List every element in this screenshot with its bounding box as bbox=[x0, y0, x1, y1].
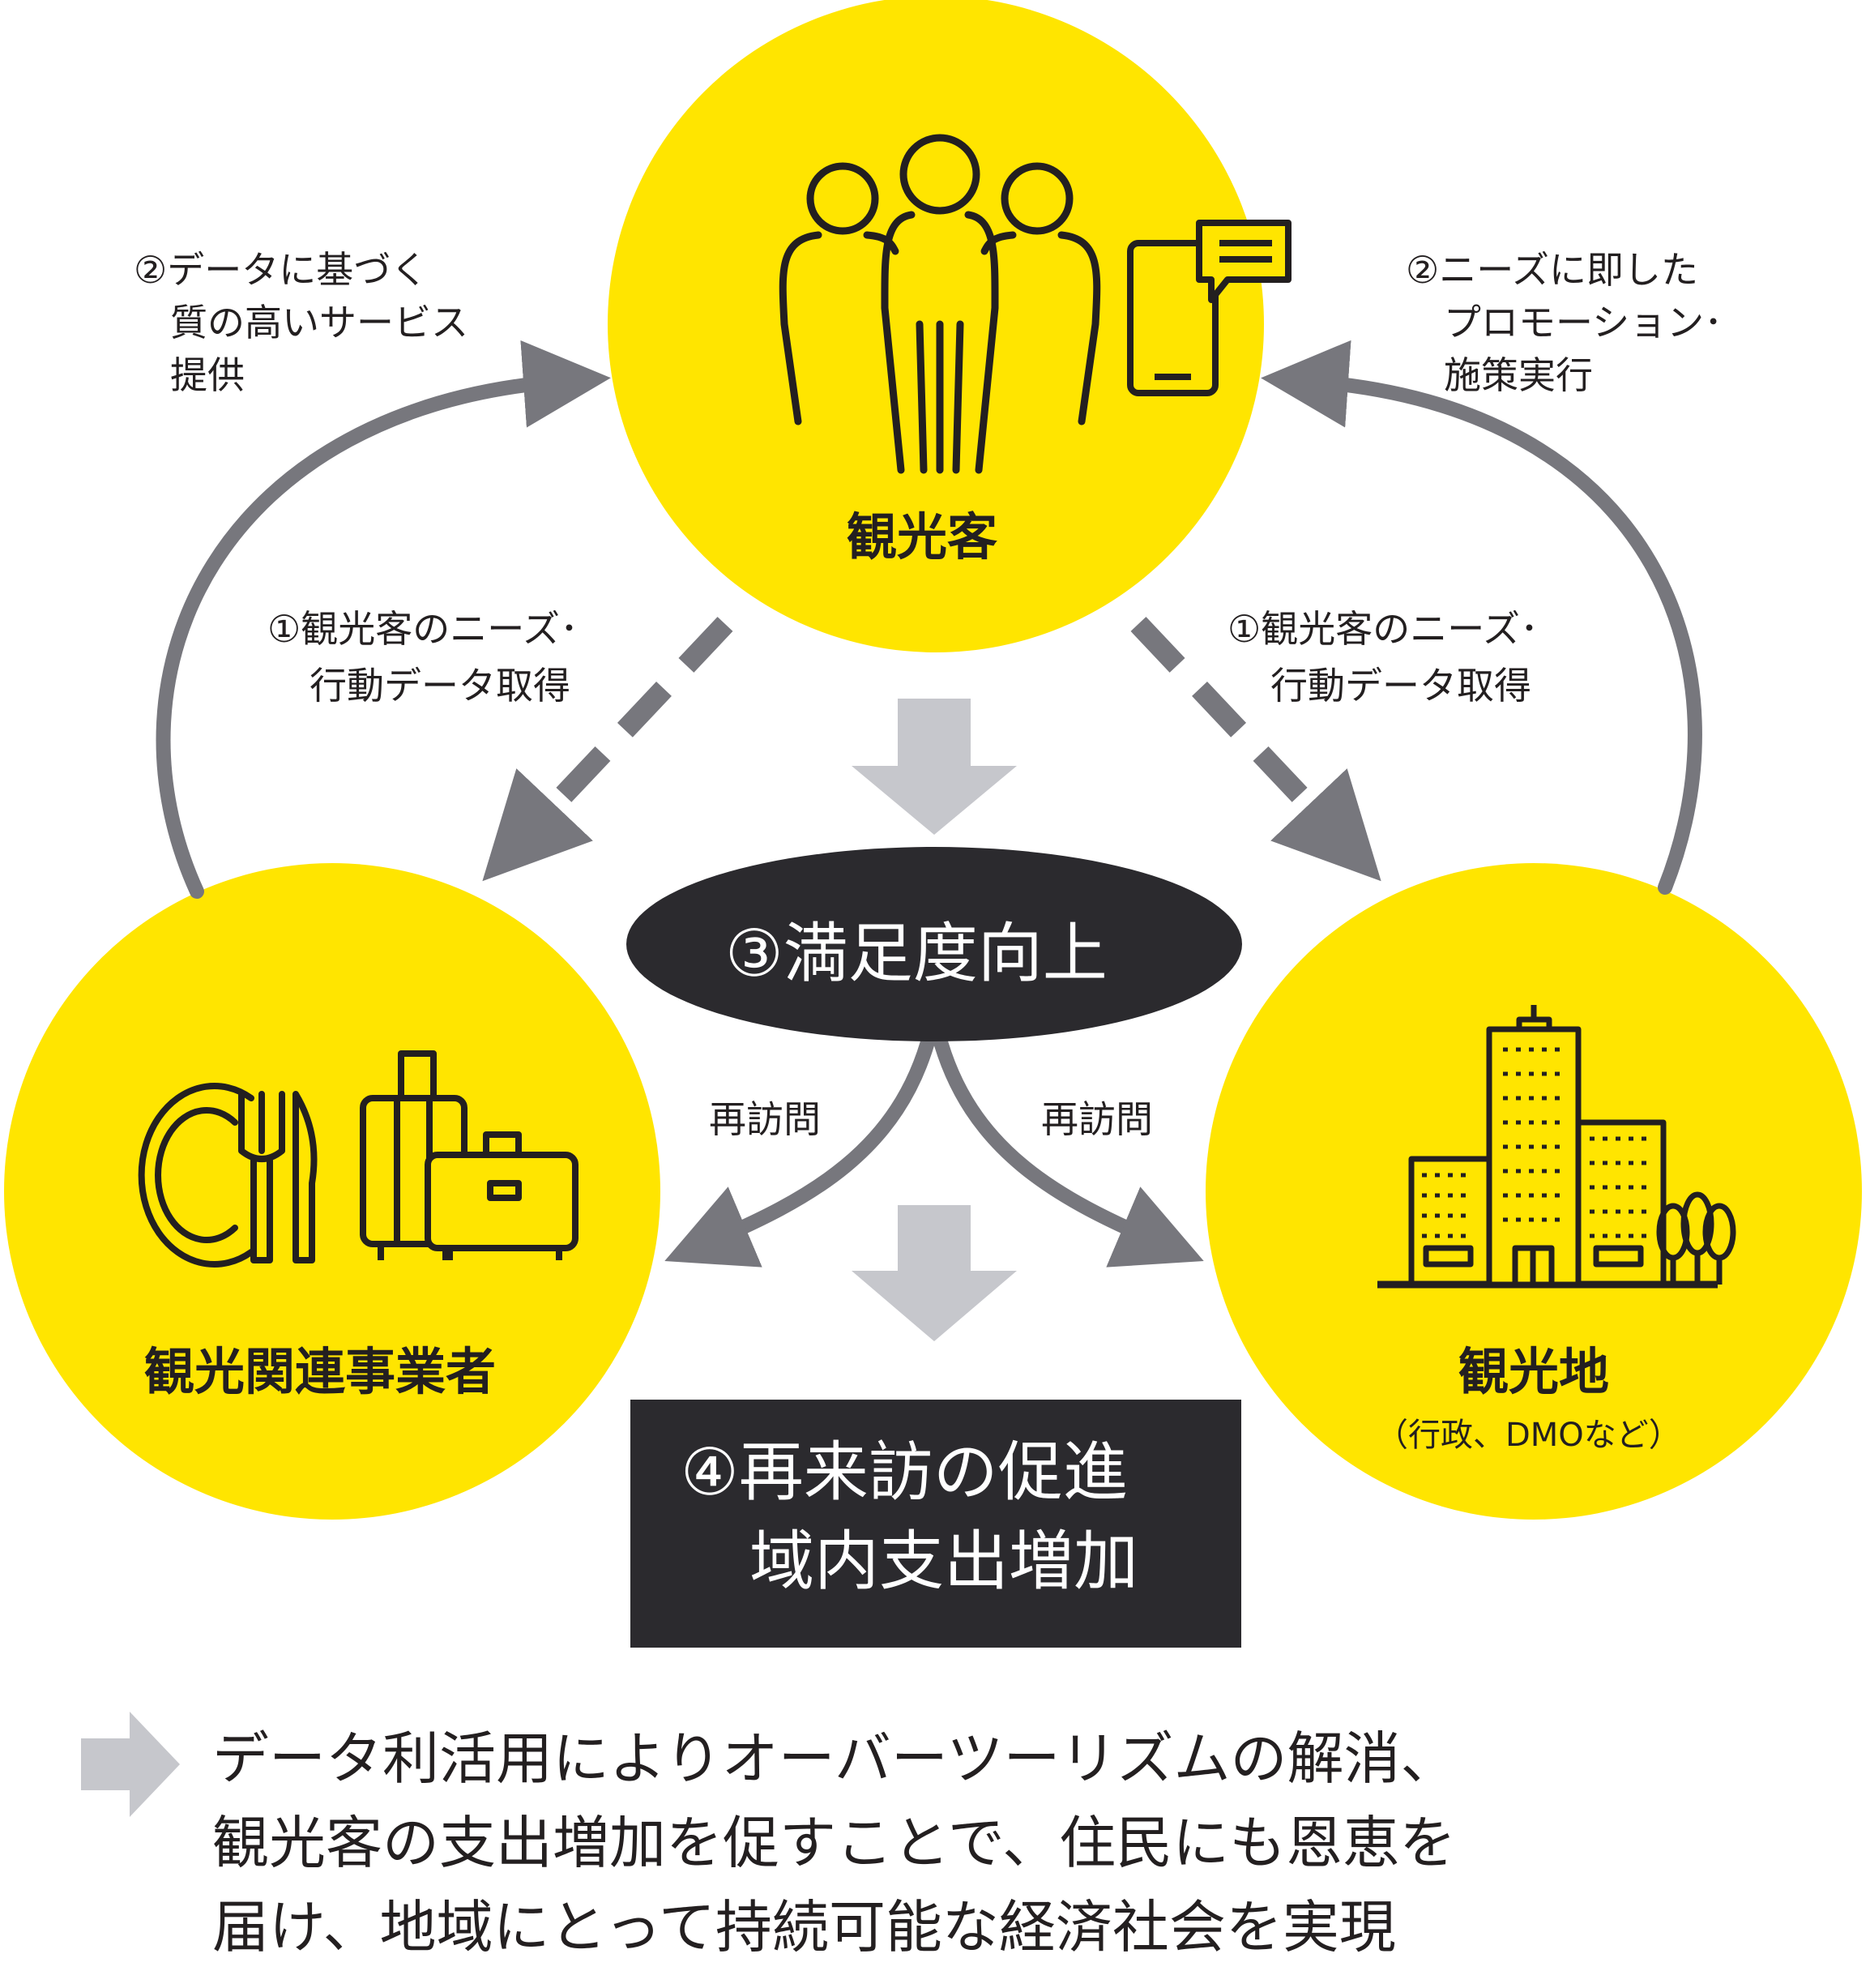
tourists-label: 観光客 bbox=[847, 507, 998, 566]
satisfaction-label: ③満足度向上 bbox=[725, 916, 1108, 991]
city-buildings-icon bbox=[1377, 1005, 1736, 1289]
plate-fork-knife-icon bbox=[138, 1083, 318, 1268]
summary-line-2: 観光客の支出増加を促すことで、住民にも恩恵を bbox=[212, 1810, 1457, 1876]
left-top-edge-label-1: ②データに基づく bbox=[134, 248, 429, 292]
people-icon bbox=[779, 134, 1101, 474]
destination-label: 観光地 bbox=[1458, 1342, 1610, 1401]
right-top-edge-label-3: 施策実行 bbox=[1444, 353, 1593, 397]
satisfaction-ellipse bbox=[626, 847, 1242, 1041]
left-data-dashed-arrow bbox=[482, 617, 733, 882]
revisit-right-arrow bbox=[931, 1026, 1204, 1268]
businesses-label: 観光関連事業者 bbox=[144, 1342, 497, 1401]
right-mid-edge-label-2: 行動データ取得 bbox=[1270, 664, 1531, 708]
outcome-label-2: 域内支出増加 bbox=[749, 1524, 1138, 1599]
right-top-edge-label-1: ②ニーズに即した bbox=[1406, 248, 1698, 292]
left-loop-arrow bbox=[156, 340, 611, 899]
revisit-right-label: 再訪問 bbox=[1041, 1097, 1153, 1141]
left-top-edge-label-3: 提供 bbox=[170, 353, 245, 397]
left-mid-edge-label-1: ①観光客のニーズ･ bbox=[267, 607, 579, 651]
block-arrow-bottom bbox=[852, 1205, 1017, 1341]
right-mid-edge-label-1: ①観光客のニーズ･ bbox=[1227, 607, 1539, 651]
revisit-left-arrow bbox=[664, 1026, 937, 1268]
summary-line-1: データ利活用によりオーバーツーリズムの解消、 bbox=[212, 1725, 1458, 1792]
businesses-circle bbox=[4, 863, 660, 1520]
left-mid-edge-label-2: 行動データ取得 bbox=[310, 664, 570, 708]
outcome-label-1: ④再来訪の促進 bbox=[681, 1434, 1128, 1510]
right-data-dashed-arrow bbox=[1130, 617, 1381, 882]
suitcases-icon bbox=[360, 1050, 579, 1260]
phone-chat-icon bbox=[1127, 220, 1291, 396]
right-loop-arrow bbox=[1261, 340, 1702, 895]
outcome-box bbox=[630, 1400, 1241, 1648]
tourists-circle bbox=[608, 0, 1264, 652]
destination-sublabel: （行政、DMOなど） bbox=[1376, 1417, 1681, 1454]
left-top-edge-label-2: 質の高いサービス bbox=[170, 301, 468, 344]
right-top-edge-label-2: プロモーション･ bbox=[1444, 301, 1723, 344]
revisit-left-label: 再訪問 bbox=[709, 1097, 821, 1141]
summary-line-3: 届け、地域にとって持続可能な経済社会を実現 bbox=[212, 1894, 1396, 1960]
summary-bullet-arrow-icon bbox=[81, 1712, 180, 1817]
block-arrow-top bbox=[852, 699, 1017, 835]
